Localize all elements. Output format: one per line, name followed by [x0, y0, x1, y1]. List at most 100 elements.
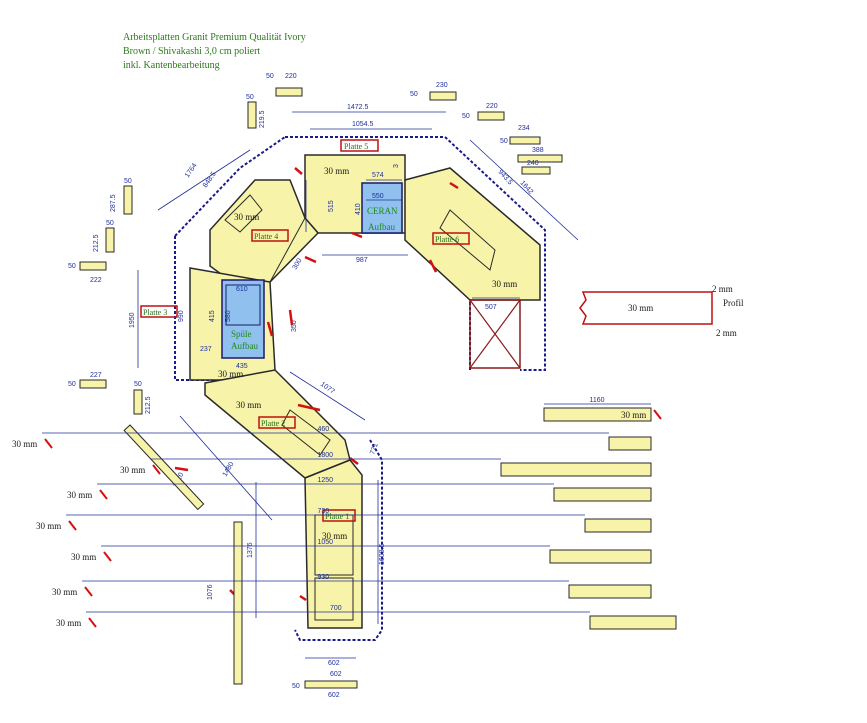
plate-1-box: [322, 509, 356, 522]
dim-987: 987: [356, 257, 368, 264]
svg-text:388: 388: [532, 147, 544, 154]
thickness-plate-2: 30 mm: [236, 400, 261, 410]
plate-6: [404, 167, 541, 301]
thickness-plate-4: 30 mm: [234, 212, 259, 222]
dim-610: 610: [236, 286, 248, 293]
plate-5-label: Platte 5: [344, 142, 368, 151]
edge-strip-thickness: 30 mm: [120, 465, 145, 475]
plate-6-cutout: [439, 209, 496, 271]
dim-771: 771: [369, 442, 380, 455]
thickness-plate-6: 30 mm: [492, 279, 517, 289]
edge-strip-length: 930: [318, 574, 330, 581]
sink-basin: [225, 284, 261, 326]
dimension-lines: [137, 111, 579, 659]
svg-text:219.5: 219.5: [259, 110, 266, 128]
edge-strip-thickness: 30 mm: [12, 439, 37, 449]
svg-text:220: 220: [486, 103, 498, 110]
ceran-label: CERAN: [367, 206, 398, 216]
dim-602a: 602: [328, 660, 340, 667]
dim-237: 237: [200, 346, 212, 353]
plate-1-label: Platte 1: [325, 512, 349, 521]
edge-strip-arrow: [99, 489, 108, 500]
plate-5-box: [340, 139, 379, 152]
loose-strip-602: [304, 680, 358, 689]
dim-1950: 1950: [129, 312, 136, 328]
edge-strip-length: 1050: [318, 539, 334, 546]
thickness-plate-5: 30 mm: [324, 166, 349, 176]
edge-strip-length: 730: [318, 508, 330, 515]
dim-1376: 1376: [247, 542, 254, 558]
svg-text:50: 50: [106, 220, 114, 227]
loose-strip-1076: [233, 521, 243, 685]
edge-strip-thickness: 30 mm: [36, 521, 61, 531]
svg-text:234: 234: [518, 125, 530, 132]
dim-1642: 1642: [519, 180, 535, 196]
thickness-plate-3: 30 mm: [218, 369, 243, 379]
header-line-3: inkl. Kantenbearbeitung: [123, 60, 220, 71]
plate-4: [209, 179, 320, 283]
svg-text:222: 222: [90, 277, 102, 284]
edge-strip: [584, 518, 652, 533]
dim-1077: 1077: [319, 381, 336, 396]
thickness-plate-1: 30 mm: [322, 531, 347, 541]
edge-strip-arrow: [44, 438, 53, 449]
svg-text:50: 50: [68, 263, 76, 270]
dim-1054: 1054.5: [352, 121, 374, 128]
ceran-cooktop: [361, 182, 403, 234]
profile-bottom: 2 mm: [716, 328, 737, 338]
dim-990: 990: [178, 310, 185, 322]
edge-strip: [553, 487, 652, 502]
profile-section: 30 mm 2 mm Profil 2 mm: [579, 284, 744, 338]
svg-text:50: 50: [246, 94, 254, 101]
plate-2-box: [258, 416, 296, 429]
edge-strip-length: 1800: [318, 452, 334, 459]
profile-thickness: 30 mm: [628, 303, 653, 313]
dim-602b: 602: [328, 692, 340, 699]
edge-strip-arrow: [653, 409, 662, 420]
edge-strip: [589, 615, 677, 630]
dim-415: 415: [209, 310, 216, 322]
svg-text:230: 230: [436, 82, 448, 89]
edge-strip-thickness: 30 mm: [71, 552, 96, 562]
edge-strip-arrow: [152, 464, 161, 475]
svg-text:240: 240: [527, 160, 539, 167]
cabinet-cross: [469, 299, 521, 369]
dim-350: 350: [291, 320, 298, 332]
svg-text:50: 50: [462, 113, 470, 120]
dim-507: 507: [485, 304, 497, 311]
dim-1480: 1480: [222, 461, 236, 478]
edge-strip-length: 1160: [590, 397, 605, 404]
edge-strip-thickness: 30 mm: [52, 587, 77, 597]
dim-515: 515: [328, 200, 335, 212]
svg-text:287.5: 287.5: [110, 194, 117, 212]
edge-strip: [608, 436, 652, 451]
svg-text:50: 50: [134, 381, 142, 388]
edge-strip: [543, 407, 652, 422]
svg-text:220: 220: [285, 73, 297, 80]
ceran-sublabel: Aufbau: [368, 222, 395, 232]
plate-4-cutout: [224, 194, 263, 233]
edge-strip-arrow: [103, 551, 112, 562]
dim-550: 550: [372, 193, 384, 200]
plate-4-label: Platte 4: [254, 232, 278, 241]
svg-text:227: 227: [90, 372, 102, 379]
dim-943: 943.5: [497, 169, 514, 187]
dim-435: 435: [236, 363, 248, 370]
edge-strip: [549, 549, 652, 564]
cabinet-box: [469, 299, 521, 369]
plate-2-cutout: [281, 409, 331, 456]
profile-label: Profil: [723, 298, 744, 308]
svg-text:212.5: 212.5: [145, 396, 152, 414]
header-line-2: Brown / Shivakashi 3,0 cm poliert: [123, 46, 261, 57]
svg-text:50: 50: [266, 73, 274, 80]
dim-1472: 1472.5: [347, 104, 369, 111]
svg-text:50: 50: [500, 138, 508, 145]
svg-text:602: 602: [330, 671, 342, 678]
edge-strip-arrow: [88, 617, 97, 628]
edge-strip-length: 1250: [318, 477, 334, 484]
edge-strip-length: 460: [318, 426, 330, 433]
plate-4-box: [251, 229, 289, 242]
edge-strips: 1160 30 mm 460 30 mm 1800 30 mm 1250 30 mm 730 30…: [12, 397, 677, 630]
svg-text:50: 50: [124, 178, 132, 185]
